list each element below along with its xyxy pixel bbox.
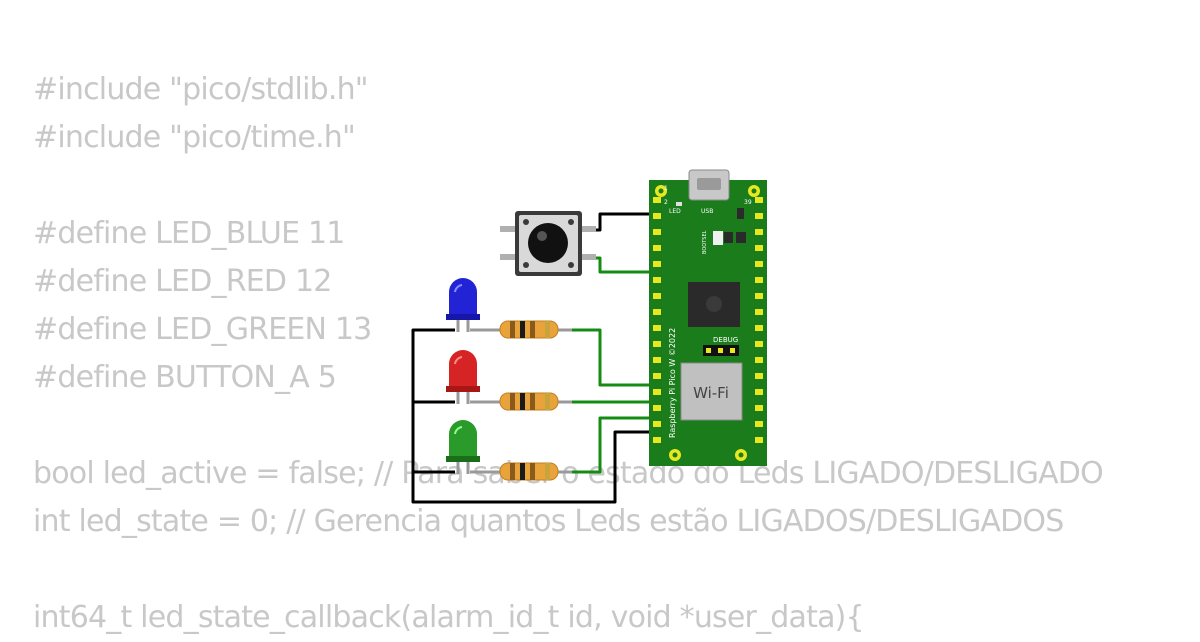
code-line: #define LED_RED 12 xyxy=(33,264,332,299)
pin39-label: 39 xyxy=(744,199,752,206)
wire-blue-signal[interactable] xyxy=(572,328,657,387)
code-line: #include "pico/time.h" xyxy=(33,120,356,155)
pin2-label: 2 xyxy=(664,199,668,206)
wire-button-bottom[interactable] xyxy=(574,256,657,274)
board-usb-label: USB xyxy=(701,208,713,215)
pico-right-pins xyxy=(755,197,763,443)
wire-ground-bus[interactable] xyxy=(411,328,657,504)
code-line: #define LED_BLUE 11 xyxy=(33,216,345,251)
pico-left-pins xyxy=(653,197,661,443)
bootsel-button[interactable] xyxy=(713,231,723,245)
bootsel-label: BOOTSEL xyxy=(702,230,708,254)
pin1-label: 1 xyxy=(664,185,668,192)
resistor-green[interactable] xyxy=(470,462,572,481)
wire-green-signal[interactable] xyxy=(572,416,657,474)
wifi-module xyxy=(680,362,743,421)
pico-w-board[interactable]: LED USB 1 2 39 BOOTSEL DEBUG Wi-Fi Raspb… xyxy=(649,169,767,466)
code-line: #define BUTTON_A 5 xyxy=(33,360,337,395)
code-line: int64_t led_state_callback(alarm_id_t id… xyxy=(33,600,865,635)
debug-label: DEBUG xyxy=(713,336,738,344)
resistor-blue[interactable] xyxy=(470,320,572,339)
code-line: #define LED_GREEN 13 xyxy=(33,312,372,347)
board-model-text: Raspberry Pi Pico W ©2022 xyxy=(668,328,677,438)
code-background: #include "pico/stdlib.h" #include "pico/… xyxy=(33,66,1104,642)
green-led[interactable] xyxy=(446,420,480,474)
board-led-label: LED xyxy=(669,208,681,215)
resistor-red[interactable] xyxy=(470,392,572,411)
blue-led[interactable] xyxy=(446,278,480,332)
code-line: #include "pico/stdlib.h" xyxy=(33,72,369,107)
red-led[interactable] xyxy=(446,350,480,404)
push-button[interactable] xyxy=(500,211,596,276)
code-line: int led_state = 0; // Gerencia quantos L… xyxy=(33,504,1064,539)
wifi-label: Wi-Fi xyxy=(693,384,729,402)
